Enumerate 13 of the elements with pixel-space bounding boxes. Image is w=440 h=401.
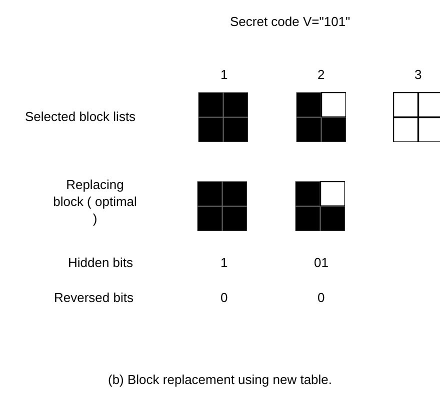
caption: (b) Block replacement using new table.: [108, 372, 332, 387]
bit-value: 0: [220, 290, 228, 305]
bit-value: 01: [314, 255, 328, 270]
row-label: Selected block lists: [25, 109, 136, 124]
column-number: 1: [220, 67, 228, 82]
column-number: 3: [414, 67, 422, 82]
bit-value: 1: [220, 255, 228, 270]
heading: Secret code V="101": [230, 14, 350, 29]
row-label: Hidden bits: [68, 255, 134, 270]
row-label: Replacing block ( optimal ): [52, 176, 138, 227]
column-number: 2: [318, 67, 325, 82]
bit-value: 0: [318, 290, 325, 305]
row-label: Reversed bits: [54, 290, 134, 305]
